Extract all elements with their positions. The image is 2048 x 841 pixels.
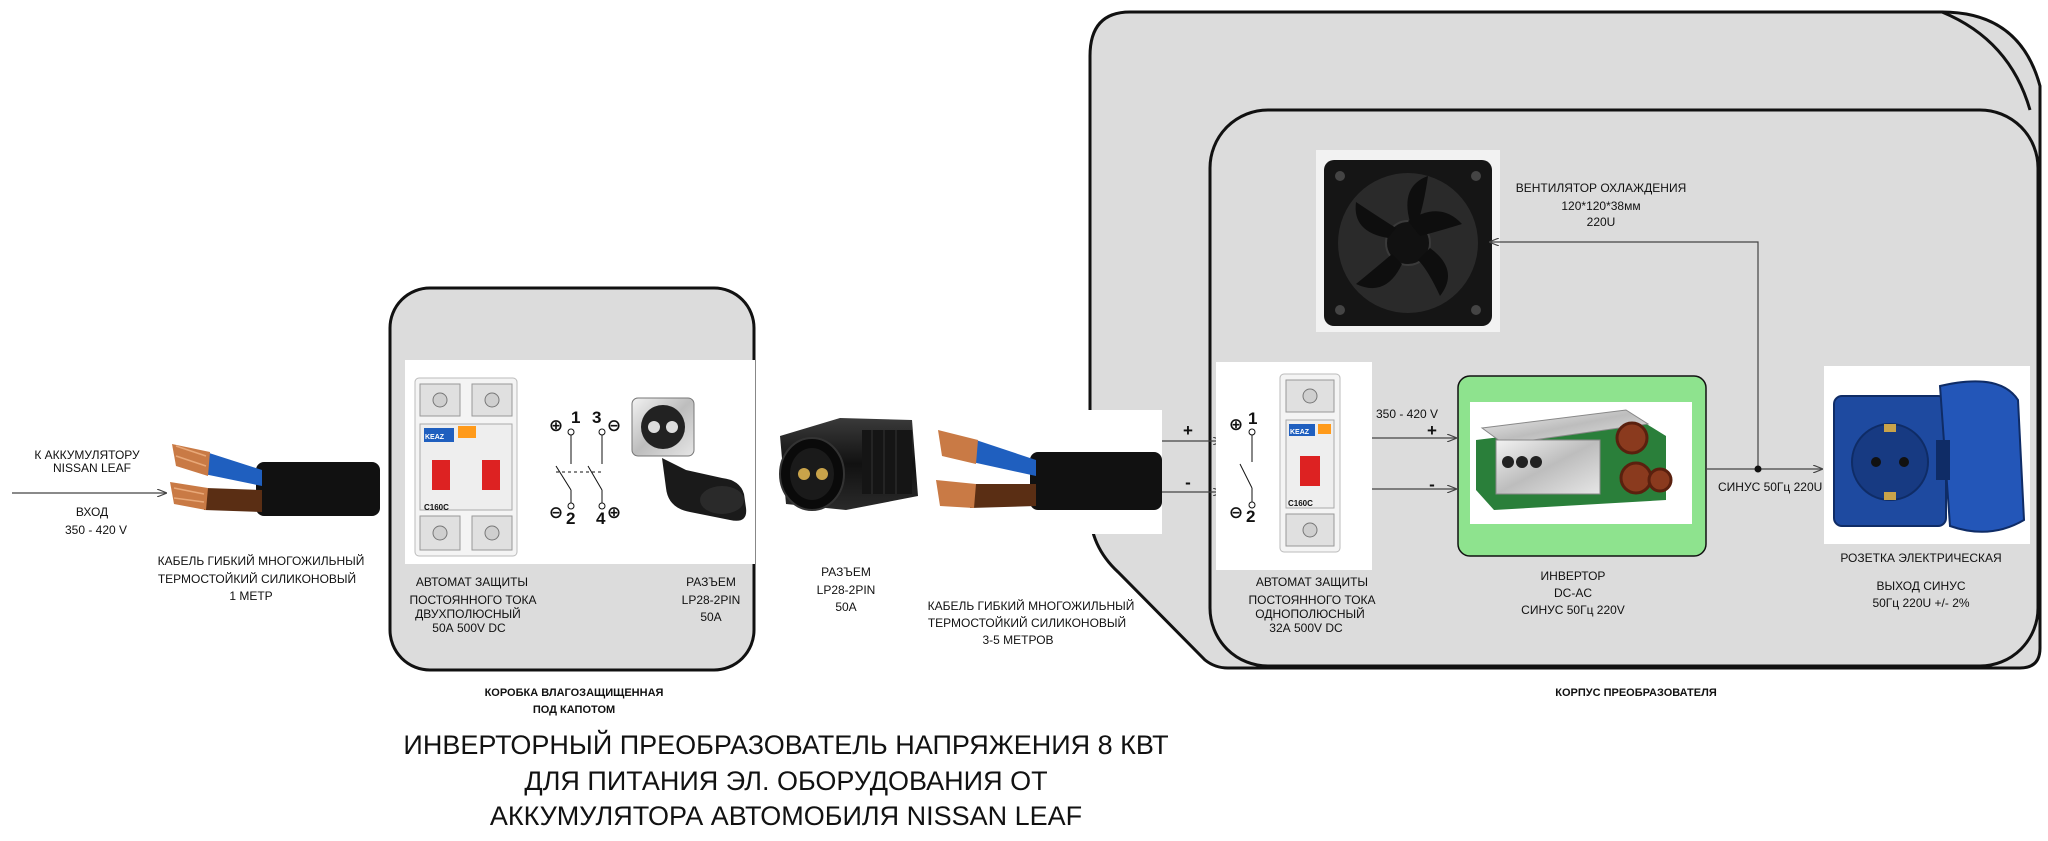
inverter-line-1: ИНВЕРТОР: [1541, 569, 1606, 583]
fan-labels: ВЕНТИЛЯТОР ОХЛАЖДЕНИЯ 120*120*38мм 220U: [1516, 181, 1686, 229]
breaker-2-line-1: АВТОМАТ ЗАЩИТЫ: [1256, 575, 1368, 589]
connector-1-labels: РАЗЪЕМ LP28-2PIN 50А: [682, 575, 741, 624]
cable-2-image: [932, 410, 1162, 534]
inverter-labels: ИНВЕРТОР DC-AC СИНУС 50Гц 220V: [1521, 569, 1625, 617]
schematic-1-plus: ⊕: [549, 416, 563, 435]
breaker-1-rating: C160C: [424, 503, 449, 512]
cable-1-labels: КАБЕЛЬ ГИБКИЙ МНОГОЖИЛЬНЫЙ ТЕРМОСТОЙКИЙ …: [158, 553, 365, 603]
title-line-1: ИНВЕРТОРНЫЙ ПРЕОБРАЗОВАТЕЛЬ НАПРЯЖЕНИЯ 8…: [403, 729, 1168, 760]
breaker-1-line-2: ПОСТОЯННОГО ТОКА: [409, 593, 536, 607]
connector-2-line-3: 50А: [835, 600, 856, 614]
fan-line-1: ВЕНТИЛЯТОР ОХЛАЖДЕНИЯ: [1516, 181, 1686, 195]
diagram-title: ИНВЕРТОРНЫЙ ПРЕОБРАЗОВАТЕЛЬ НАПРЯЖЕНИЯ 8…: [403, 729, 1168, 831]
schematic-1-minus: ⊖: [549, 503, 563, 522]
wire-fan-feed: [1490, 242, 1759, 469]
schematic-1-t4: 4: [596, 509, 606, 528]
breaker-2-line-2: ПОСТОЯННОГО ТОКА: [1248, 593, 1375, 607]
schematic-1-t3: 3: [592, 408, 601, 427]
breaker-2-brand: KEAZ: [1290, 429, 1310, 436]
fan-line-2: 120*120*38мм: [1561, 199, 1640, 213]
inverter-plus-sign: +: [1427, 421, 1437, 440]
enclosure-caption: КОРПУС ПРЕОБРАЗОВАТЕЛЯ: [1555, 687, 1717, 699]
connector-2-line-1: РАЗЪЕМ: [821, 565, 871, 579]
breaker-1-brand: KEAZ: [425, 434, 445, 441]
schematic-1-plus-bottom: ⊕: [607, 503, 621, 522]
breaker-1-line-3: ДВУХПОЛЮСНЫЙ: [415, 606, 521, 621]
breaker-2-line-4: 32А 500V DC: [1269, 621, 1343, 635]
connector-1-line-3: 50А: [700, 610, 721, 624]
cable-1-line-3: 1 МЕТР: [229, 589, 272, 603]
dc-voltage-label: 350 - 420 V: [1376, 407, 1438, 421]
cable-2-line-1: КАБЕЛЬ ГИБКИЙ МНОГОЖИЛЬНЫЙ: [928, 598, 1135, 613]
title-line-3: АККУМУЛЯТОРА АВТОМОБИЛЯ NISSAN LEAF: [490, 801, 1082, 831]
breaker-1-schematic: ⊕ 1 ⊖ 2 3 ⊖ 4 ⊕: [549, 408, 621, 528]
socket-line-3: 50Гц 220U +/- 2%: [1872, 596, 1969, 610]
battery-labels: К АККУМУЛЯТОРУ NISSAN LEAF ВХОД 350 - 42…: [34, 448, 140, 537]
schematic-1-t2: 2: [566, 509, 575, 528]
connector-1-line-2: LP28-2PIN: [682, 593, 741, 607]
input-voltage: 350 - 420 V: [65, 523, 127, 537]
breaker-2-schematic: ⊕ 1 ⊖ 2: [1229, 409, 1258, 526]
wire-plus-sign: +: [1183, 421, 1193, 440]
cable-2-labels: КАБЕЛЬ ГИБКИЙ МНОГОЖИЛЬНЫЙ ТЕРМОСТОЙКИЙ …: [928, 598, 1135, 647]
battery-line-2: NISSAN LEAF: [53, 461, 131, 475]
cable-1-line-2: ТЕРМОСТОЙКИЙ СИЛИКОНОВЫЙ: [158, 571, 356, 586]
schematic-2-plus: ⊕: [1229, 415, 1243, 434]
schematic-1-t1: 1: [571, 408, 580, 427]
breaker-1-line-4: 50А 500V DC: [432, 621, 506, 635]
title-line-2: ДЛЯ ПИТАНИЯ ЭЛ. ОБОРУДОВАНИЯ ОТ: [524, 766, 1047, 796]
breaker-2-labels: АВТОМАТ ЗАЩИТЫ ПОСТОЯННОГО ТОКА ОДНОПОЛЮ…: [1248, 575, 1375, 635]
schematic-2-t1: 1: [1248, 409, 1257, 428]
breaker-2-rating: C160C: [1288, 499, 1313, 508]
box-caption-line-1: КОРОБКА ВЛАГОЗАЩИЩЕННАЯ: [485, 687, 664, 699]
box-caption: КОРОБКА ВЛАГОЗАЩИЩЕННАЯ ПОД КАПОТОМ: [485, 687, 664, 716]
input-label: ВХОД: [76, 505, 108, 519]
breaker-1-image: KEAZ C160C: [414, 377, 518, 557]
breaker-2-line-3: ОДНОПОЛЮСНЫЙ: [1255, 606, 1364, 621]
connector-2-labels: РАЗЪЕМ LP28-2PIN 50А: [817, 565, 876, 614]
socket-labels: РОЗЕТКА ЭЛЕКТРИЧЕСКАЯ ВЫХОД СИНУС 50Гц 2…: [1840, 551, 2001, 610]
inverter-minus-sign: -: [1429, 475, 1435, 494]
wire-minus-sign: -: [1185, 473, 1191, 492]
connector-2-line-2: LP28-2PIN: [817, 583, 876, 597]
ac-output-label: СИНУС 50Гц 220U: [1718, 480, 1822, 494]
battery-line-1: К АККУМУЛЯТОРУ: [34, 448, 140, 462]
schematic-2-minus: ⊖: [1229, 503, 1243, 522]
breaker-1-labels: АВТОМАТ ЗАЩИТЫ ПОСТОЯННОГО ТОКА ДВУХПОЛЮ…: [409, 575, 536, 635]
connector-2-image: [779, 418, 918, 511]
inverter-line-2: DC-AC: [1554, 586, 1592, 600]
cable-2-line-2: ТЕРМОСТОЙКИЙ СИЛИКОНОВЫЙ: [928, 615, 1126, 630]
breaker-2-image: KEAZ C160C: [1279, 373, 1341, 553]
socket-line-2: ВЫХОД СИНУС: [1876, 579, 1965, 593]
wire-junction: [1754, 465, 1762, 473]
cable-2-line-3: 3-5 МЕТРОВ: [982, 633, 1053, 647]
breaker-1-line-1: АВТОМАТ ЗАЩИТЫ: [416, 575, 528, 589]
connector-1-image: [631, 397, 747, 521]
fan-image: [1316, 150, 1500, 332]
cable-1-image: [168, 424, 380, 540]
socket-line-1: РОЗЕТКА ЭЛЕКТРИЧЕСКАЯ: [1840, 551, 2001, 565]
fan-line-3: 220U: [1587, 215, 1616, 229]
inverter-block: [1457, 375, 1707, 557]
connector-1-line-1: РАЗЪЕМ: [686, 575, 736, 589]
schematic-2-t2: 2: [1246, 507, 1255, 526]
schematic-1-minus-top: ⊖: [607, 416, 621, 435]
cable-1-line-1: КАБЕЛЬ ГИБКИЙ МНОГОЖИЛЬНЫЙ: [158, 553, 365, 568]
socket-image: [1824, 366, 2030, 544]
inverter-line-3: СИНУС 50Гц 220V: [1521, 603, 1625, 617]
box-caption-line-2: ПОД КАПОТОМ: [533, 704, 615, 716]
